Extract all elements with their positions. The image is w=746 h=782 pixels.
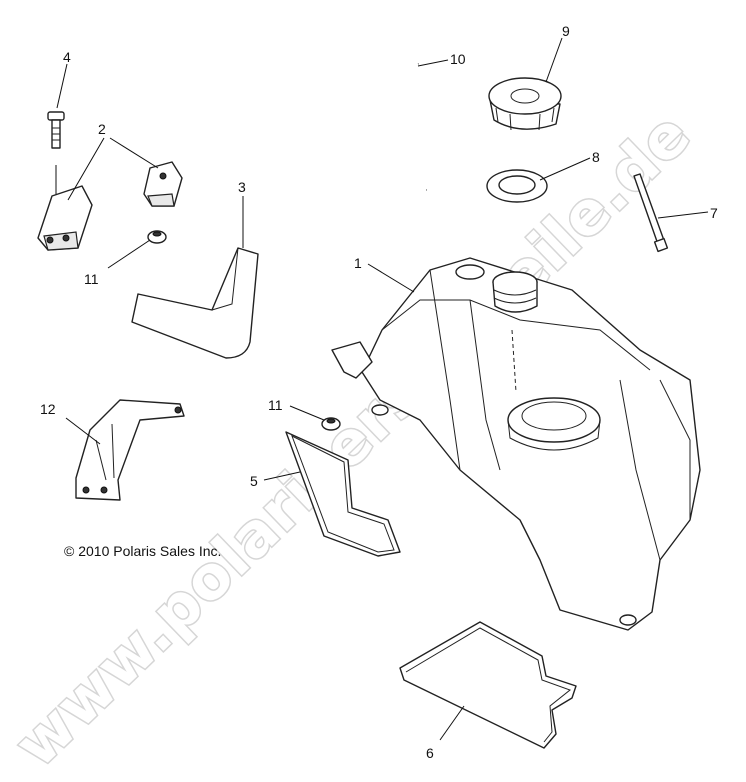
copyright-text: © 2010 Polaris Sales Inc.	[64, 543, 221, 559]
callout-12: 12	[40, 401, 56, 417]
part-pad	[131, 247, 259, 359]
callout-8: 8	[592, 149, 600, 165]
callout-7: 7	[710, 205, 718, 221]
callout-9: 9	[562, 23, 570, 39]
part-heat-shield	[285, 431, 401, 557]
part-bolt	[47, 111, 65, 200]
part-mount-bracket	[75, 399, 185, 501]
callout-3: 3	[238, 179, 246, 195]
callout-11-center: 11	[268, 397, 283, 413]
part-tie-strap	[633, 173, 669, 253]
callouts: 4 2 3 11 10 9 8 7 1 11 12 5 6	[40, 23, 718, 761]
part-bracket-pair	[37, 161, 183, 251]
leader-lines	[56, 37, 709, 741]
callout-6: 6	[426, 745, 434, 761]
part-gasket	[486, 169, 548, 203]
part-washer-left	[147, 230, 167, 244]
callout-1: 1	[354, 255, 362, 271]
callout-11-left: 11	[84, 271, 99, 287]
callout-2: 2	[98, 121, 106, 137]
part-plate	[399, 621, 577, 749]
callout-10: 10	[450, 51, 466, 67]
part-washer-center	[321, 417, 341, 431]
callout-5: 5	[250, 473, 258, 489]
callout-4: 4	[63, 49, 71, 65]
part-fuel-cap	[488, 77, 562, 131]
part-fuel-tank	[331, 257, 701, 631]
part-hose	[386, 62, 427, 192]
